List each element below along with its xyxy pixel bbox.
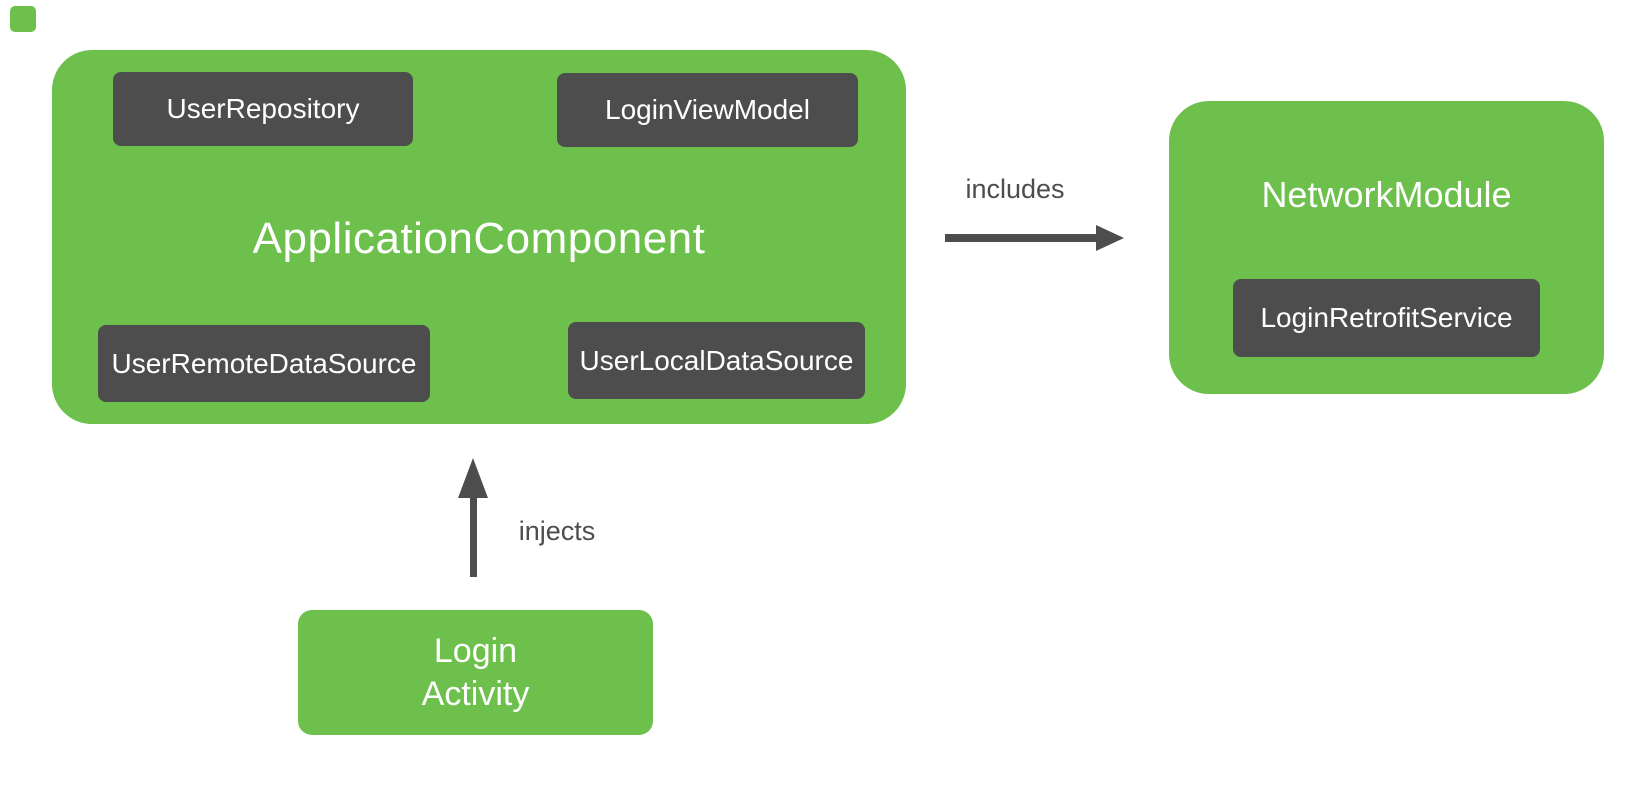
chip-user-local-data-source: UserLocalDataSource: [568, 322, 865, 399]
login-activity-label-line2: Activity: [421, 674, 530, 713]
injects-edge-label: injects: [503, 514, 611, 548]
injects-arrow-shaft: [470, 496, 477, 577]
chip-user-repository: UserRepository: [113, 72, 413, 146]
chip-user-local-data-source-label: UserLocalDataSource: [579, 344, 854, 376]
chip-user-repository-label: UserRepository: [166, 93, 360, 124]
chip-login-view-model: LoginViewModel: [557, 73, 858, 147]
chip-user-remote-data-source: UserRemoteDataSource: [98, 325, 430, 402]
network-module-title: NetworkModule: [1169, 170, 1604, 220]
network-module-title-text: NetworkModule: [1261, 174, 1512, 215]
login-activity-box: Login Activity: [298, 610, 653, 735]
chip-login-retrofit-service-label: LoginRetrofitService: [1260, 302, 1513, 333]
green-corner-square: [10, 6, 36, 32]
injects-arrow-head: [458, 458, 488, 498]
login-activity-label-line1: Login: [433, 631, 518, 670]
includes-edge-label: includes: [942, 172, 1088, 206]
application-component-title: ApplicationComponent: [52, 212, 906, 266]
chip-login-view-model-label: LoginViewModel: [605, 94, 810, 125]
includes-edge-label-text: includes: [965, 173, 1065, 204]
chip-user-remote-data-source-label: UserRemoteDataSource: [111, 347, 417, 379]
includes-arrow-shaft: [945, 234, 1097, 242]
injects-edge-label-text: injects: [518, 515, 596, 546]
application-component-title-text: ApplicationComponent: [252, 214, 706, 263]
chip-login-retrofit-service: LoginRetrofitService: [1233, 279, 1540, 357]
includes-arrow-head: [1096, 225, 1124, 251]
